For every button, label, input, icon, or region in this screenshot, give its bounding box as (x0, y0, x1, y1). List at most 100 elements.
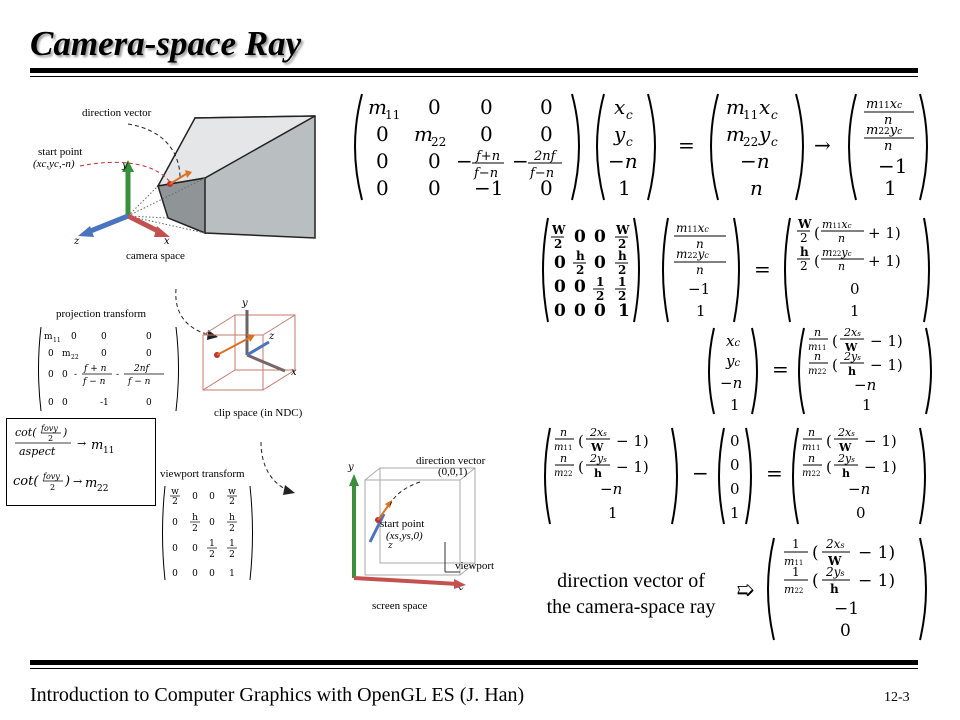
svg-text:−: − (456, 149, 473, 173)
svg-text:2: 2 (576, 263, 584, 277)
svg-text:h: h (842, 467, 850, 480)
svg-text:W: W (827, 554, 842, 568)
z-axis (87, 213, 129, 235)
ray-caption: direction vector of the camera-space ray (528, 568, 734, 620)
svg-text:m: m (726, 95, 745, 119)
svg-text:0: 0 (554, 277, 566, 297)
svg-text:2: 2 (229, 524, 235, 534)
svg-text:2ys: 2ys (837, 452, 855, 465)
svg-text:0: 0 (540, 122, 553, 146)
svg-text:h: h (594, 467, 602, 480)
svg-text:yc: yc (725, 352, 740, 370)
svg-text:0: 0 (48, 370, 54, 380)
svg-text:m: m (414, 122, 433, 146)
svg-text:1: 1 (209, 539, 215, 549)
svg-text:0: 0 (146, 398, 152, 408)
svg-text:2: 2 (800, 259, 808, 273)
svg-text:0: 0 (480, 122, 493, 146)
svg-text:0: 0 (540, 95, 553, 119)
svg-text:0: 0 (480, 95, 493, 119)
clip-space-label: clip space (in NDC) (214, 407, 303, 419)
svg-text:c: c (771, 108, 778, 122)
svg-text:− 1): − 1) (616, 458, 649, 476)
screen-direction-vector-label: direction vector (416, 455, 486, 467)
svg-text:1: 1 (696, 302, 706, 320)
svg-text:0: 0 (594, 301, 606, 321)
svg-text:f + n: f + n (83, 364, 107, 374)
svg-text:x: x (164, 236, 170, 247)
svg-text:n: n (560, 426, 567, 439)
svg-text:xc: xc (726, 332, 740, 350)
svg-text:h: h (830, 582, 839, 596)
svg-text:0: 0 (428, 149, 441, 173)
svg-text:m: m (44, 332, 53, 342)
svg-text:m22yc: m22yc (866, 123, 902, 138)
svg-text:0: 0 (146, 332, 152, 342)
direction-vector-equation: 1 m11 ( 2xs W − 1) 1 m22 ( 2ys h − 1) −1… (767, 537, 927, 641)
svg-text:22: 22 (431, 135, 446, 149)
svg-text:(: ( (832, 332, 838, 350)
svg-text:− 1): − 1) (858, 571, 895, 591)
svg-text:W: W (615, 223, 630, 237)
svg-text:0: 0 (48, 398, 54, 408)
svg-text:1: 1 (792, 565, 800, 579)
svg-text:(: ( (578, 432, 584, 450)
svg-text:22: 22 (97, 484, 108, 494)
direction-vector-label: direction vector (82, 107, 152, 119)
title-divider (30, 68, 918, 73)
svg-text:=: = (754, 257, 771, 281)
svg-text:2: 2 (50, 483, 55, 492)
svg-text:−n: −n (740, 149, 770, 173)
x-axis (126, 213, 162, 235)
svg-text:f−n: f−n (473, 166, 498, 181)
svg-text:2: 2 (618, 289, 626, 303)
svg-text:1: 1 (229, 569, 235, 579)
svg-text:0: 0 (594, 227, 606, 247)
svg-text:0: 0 (101, 349, 107, 359)
svg-text:x: x (291, 367, 297, 378)
svg-text:m11: m11 (808, 342, 826, 353)
svg-text:n: n (560, 452, 567, 465)
svg-text:2xs: 2xs (825, 537, 845, 551)
svg-text:): ) (62, 426, 67, 439)
title-divider-thin (30, 76, 918, 77)
svg-text:n: n (808, 452, 815, 465)
svg-text:0: 0 (594, 253, 606, 273)
svg-text:0: 0 (146, 349, 152, 359)
svg-text:22: 22 (743, 135, 758, 149)
svg-text:+ 1): + 1) (868, 252, 901, 270)
svg-text:−n: −n (608, 149, 638, 173)
svg-text:m11: m11 (784, 555, 803, 568)
svg-text:0: 0 (574, 277, 586, 297)
svg-text:m11: m11 (802, 442, 820, 453)
footer-divider-thin (30, 668, 918, 669)
svg-text:0: 0 (428, 95, 441, 119)
viewport-transform-label: viewport transform (160, 468, 245, 480)
svg-text:0: 0 (730, 480, 740, 498)
svg-text:m22yc: m22yc (822, 246, 852, 259)
start-point-label: start point (38, 146, 83, 158)
svg-text:−1: −1 (878, 154, 907, 178)
svg-text:z: z (387, 541, 393, 551)
svg-text:n: n (808, 426, 815, 439)
svg-text:x: x (759, 95, 770, 119)
screen-x-axis (353, 576, 459, 586)
svg-text:−n: −n (848, 480, 870, 498)
svg-text:0: 0 (192, 492, 198, 502)
svg-text:m22: m22 (784, 583, 803, 596)
svg-text:1: 1 (792, 537, 800, 551)
svg-text:y: y (121, 160, 128, 171)
svg-text:0: 0 (192, 544, 198, 554)
svg-text:0: 0 (376, 122, 389, 146)
svg-text:W: W (844, 341, 858, 354)
frustum-near-plane (157, 177, 206, 235)
svg-text:11: 11 (385, 108, 400, 122)
svg-text:m22yc: m22yc (676, 247, 709, 261)
svg-text:n: n (838, 260, 845, 273)
svg-text:2nf: 2nf (533, 149, 558, 164)
svg-text:0: 0 (172, 569, 178, 579)
svg-text:m: m (726, 122, 745, 146)
svg-text:0: 0 (856, 504, 866, 522)
